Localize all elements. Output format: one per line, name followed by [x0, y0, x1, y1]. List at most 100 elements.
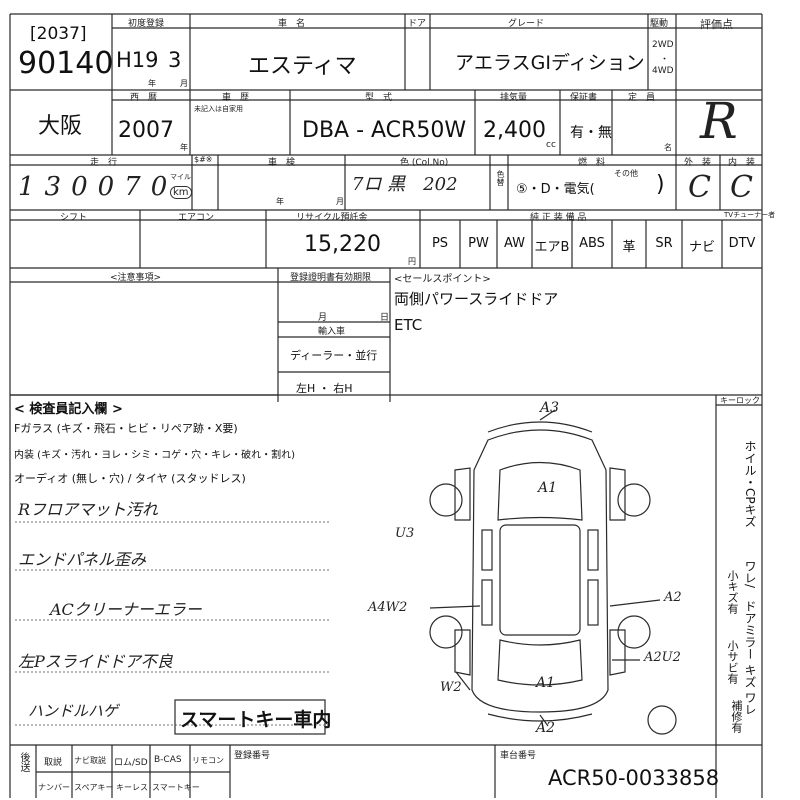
inspection-year: 年: [276, 197, 284, 206]
color-value: 7ロ 黒 202: [352, 174, 458, 195]
mileage-value: 130070: [18, 172, 178, 202]
color-change: 色替: [496, 170, 505, 186]
side-note-repair: 補修有: [730, 700, 743, 733]
equip-dtv: DTV: [728, 236, 756, 251]
car-name: エスティマ: [248, 54, 357, 79]
mark-a1-bottom: A1: [536, 675, 556, 691]
reg-day: 日: [380, 313, 390, 323]
exterior-label: 外 装: [684, 158, 712, 168]
lot-number: 90140: [18, 46, 114, 81]
sales-point-label: <セールスポイント>: [394, 274, 491, 285]
seireki-label: 西 暦: [130, 93, 158, 103]
interior-grade: C: [730, 170, 753, 205]
recycle-value: 15,220: [304, 232, 381, 257]
history-sub-label: 未記入は自家用: [194, 105, 243, 113]
side-note-mirror: ドアミラー キズ ワレ: [743, 600, 757, 716]
displacement-value: 2,400: [483, 118, 546, 143]
first-reg-value: H19: [116, 48, 159, 72]
mark-a2-bottom: A2: [536, 720, 556, 736]
registration-label: 登録證明書有効期限: [290, 273, 372, 283]
footer-item-keyless: キーレス: [116, 783, 148, 792]
inspector-line-glass: Fガラス (キズ・飛石・ヒビ・リペア跡・X要): [14, 422, 238, 435]
lot-bracket: [2037]: [30, 24, 87, 44]
caution-label: <注意事項>: [110, 273, 162, 283]
mark-a3: A3: [540, 400, 560, 416]
history-label: 車 歴: [222, 93, 250, 103]
model-value: DBA - ACR50W: [302, 118, 467, 143]
mileage-label: 走 行: [90, 158, 118, 168]
km-unit: km: [170, 186, 192, 199]
sales-point-1: 両側パワースライドドア: [394, 290, 559, 308]
car-name-label: 車 名: [278, 19, 306, 29]
capacity-label: 定 員: [628, 93, 656, 103]
side-note-crack: ワレ/: [743, 560, 757, 589]
model-label: 型 式: [365, 93, 393, 103]
smart-key-box: スマートキー車内: [180, 709, 332, 731]
footer-item-navi-manual: ナビ取説: [74, 756, 106, 765]
equip-sr: SR: [655, 236, 673, 251]
fuel-other: その他: [614, 169, 638, 178]
equip-aw: AW: [503, 236, 526, 251]
fuel-close: ): [656, 172, 665, 197]
mark-a2-right: A2: [664, 590, 682, 605]
fuel-label: 燃 料: [578, 158, 606, 168]
yen-unit: 円: [408, 257, 416, 266]
mile-unit: マイル: [170, 173, 191, 181]
key-lock-label: キーロック: [720, 396, 760, 405]
equip-ps: PS: [431, 236, 449, 251]
import-label: 輸入車: [318, 327, 346, 337]
year-unit: 年: [148, 79, 156, 88]
drive-dot: ・: [660, 55, 670, 65]
year-unit-2: 年: [180, 143, 188, 152]
first-reg-month: 3: [168, 48, 182, 72]
cc-unit: cc: [546, 140, 556, 150]
color-label: 色 (Col.No): [400, 158, 449, 168]
steering-option: 左H ・ 右H: [296, 382, 353, 395]
side-note-small-scratch: 小キズ有: [726, 570, 739, 614]
equip-leather: 革: [622, 240, 636, 255]
drive-4wd: 4WD: [652, 66, 674, 76]
mark-a1-top: A1: [538, 480, 558, 496]
chassis-label: 車台番号: [500, 751, 537, 761]
inspection-month: 月: [336, 197, 344, 206]
year-value: 2007: [118, 118, 174, 143]
hand-note-4: 左Pスライドドア不良: [18, 652, 173, 671]
footer-item-bcas: B-CAS: [154, 755, 182, 765]
doors-label: ドア: [408, 19, 427, 29]
mark-u3: U3: [395, 526, 415, 541]
equip-pw: PW: [468, 236, 489, 251]
grade-label: グレード: [508, 19, 545, 29]
mark-a2u2: A2U2: [644, 650, 681, 665]
warranty-label: 保証書: [570, 93, 598, 103]
displacement-label: 排気量: [500, 93, 528, 103]
capacity-unit: 名: [664, 143, 672, 152]
aircon-label: エアコン: [178, 213, 215, 223]
footer-item-number: ナンバー: [38, 783, 70, 792]
s-mark-label: $#※: [194, 155, 213, 164]
options-label: 純 正 装 備 品: [530, 213, 587, 223]
side-note-wheel: ホイル・CPキズ: [743, 440, 757, 528]
footer-item-spare-key: スペアキー: [74, 783, 114, 792]
shift-label: シフト: [60, 213, 88, 223]
inspector-line-interior: 内装 (キズ・汚れ・ヨレ・シミ・コゲ・穴・キレ・破れ・割れ): [14, 450, 295, 461]
rating-label: 評価点: [700, 18, 733, 31]
footer-item-smartkey: スマートキー: [152, 783, 200, 792]
recycle-label: リサイクル預託金: [296, 213, 368, 223]
hand-note-5: ハンドルハゲ: [28, 702, 119, 720]
footer-item-manual: 取説: [44, 758, 63, 768]
drive-label: 駆動: [650, 19, 669, 29]
footer-item-remote: リモコン: [192, 756, 224, 765]
region: 大阪: [38, 114, 83, 139]
interior-label: 内 装: [728, 158, 756, 168]
equip-navi: ナビ: [688, 240, 715, 255]
registration-no-label: 登録番号: [234, 751, 271, 761]
hand-note-3: ACクリーナーエラー: [50, 600, 202, 619]
rating-value: R: [700, 92, 738, 150]
sales-point-2: ETC: [394, 316, 423, 334]
month-unit: 月: [180, 79, 188, 88]
inspector-line-audio: オーディオ (無し・穴) / タイヤ (スタッドレス): [14, 472, 246, 485]
tuner-label: TVチューナー者: [724, 211, 776, 219]
first-reg-label: 初度登録: [128, 19, 165, 29]
